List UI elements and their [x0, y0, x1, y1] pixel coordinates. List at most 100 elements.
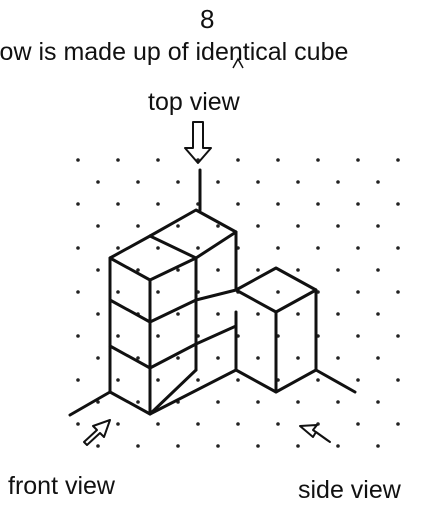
grid-dot — [356, 290, 360, 294]
grid-dot — [256, 180, 260, 184]
grid-dot — [336, 224, 340, 228]
grid-dot — [136, 268, 140, 272]
grid-dot — [356, 334, 360, 338]
grid-dot — [236, 378, 240, 382]
top-view-label: top view — [148, 88, 240, 116]
grid-dot — [316, 378, 320, 382]
grid-dot — [276, 246, 280, 250]
grid-dot — [396, 378, 400, 382]
grid-dot — [196, 246, 200, 250]
grid-dot — [96, 356, 100, 360]
grid-dot — [296, 444, 300, 448]
grid-dot — [116, 202, 120, 206]
grid-dot — [96, 444, 100, 448]
down-arrow-icon — [184, 121, 212, 164]
grid-dot — [216, 356, 220, 360]
grid-dot — [96, 180, 100, 184]
caret-mark — [232, 57, 244, 69]
grid-dot — [76, 158, 80, 162]
grid-dot — [76, 422, 80, 426]
grid-dot — [396, 202, 400, 206]
grid-dot — [76, 290, 80, 294]
grid-dot — [276, 290, 280, 294]
grid-dot — [76, 202, 80, 206]
grid-dot — [116, 334, 120, 338]
grid-dot — [76, 334, 80, 338]
grid-dot — [276, 202, 280, 206]
side-axis-line — [314, 368, 357, 394]
grid-dot — [156, 334, 160, 338]
grid-dot — [176, 356, 180, 360]
grid-dot — [116, 246, 120, 250]
grid-dot — [356, 158, 360, 162]
grid-dot — [256, 224, 260, 228]
grid-dot — [216, 444, 220, 448]
page-number: 8 — [200, 4, 215, 34]
grid-dot — [256, 312, 260, 316]
grid-dot — [236, 158, 240, 162]
grid-dot — [336, 400, 340, 404]
grid-dot — [236, 202, 240, 206]
grid-dot — [116, 422, 120, 426]
grid-dot — [376, 268, 380, 272]
cube-solid — [108, 208, 318, 416]
grid-dot — [156, 246, 160, 250]
dot-grid — [76, 158, 400, 448]
front-view-label: front view — [8, 472, 115, 500]
grid-dot — [356, 422, 360, 426]
grid-dot — [156, 378, 160, 382]
grid-dot — [396, 290, 400, 294]
grid-dot — [296, 180, 300, 184]
grid-dot — [216, 400, 220, 404]
grid-dot — [336, 268, 340, 272]
grid-dot — [376, 400, 380, 404]
grid-dot — [376, 224, 380, 228]
grid-dot — [216, 312, 220, 316]
grid-dot — [96, 268, 100, 272]
grid-dot — [176, 312, 180, 316]
grid-dot — [136, 400, 140, 404]
grid-dot — [76, 378, 80, 382]
grid-dot — [356, 378, 360, 382]
grid-dot — [256, 356, 260, 360]
grid-dot — [276, 158, 280, 162]
grid-dot — [376, 444, 380, 448]
grid-dot — [116, 290, 120, 294]
grid-dot — [276, 422, 280, 426]
grid-dot — [376, 312, 380, 316]
grid-dot — [176, 268, 180, 272]
grid-dot — [336, 312, 340, 316]
grid-dot — [316, 158, 320, 162]
grid-dot — [336, 356, 340, 360]
grid-dot — [176, 444, 180, 448]
grid-dot — [336, 180, 340, 184]
grid-dot — [376, 180, 380, 184]
grid-dot — [216, 268, 220, 272]
grid-dot — [156, 290, 160, 294]
grid-dot — [96, 224, 100, 228]
grid-dot — [256, 444, 260, 448]
grid-dot — [156, 422, 160, 426]
grid-dot — [136, 444, 140, 448]
side-view-label: side view — [298, 476, 401, 504]
grid-dot — [296, 400, 300, 404]
grid-dot — [236, 422, 240, 426]
grid-dot — [136, 180, 140, 184]
grid-dot — [196, 422, 200, 426]
question-caption: low is made up of identical cube — [0, 38, 349, 66]
grid-dot — [396, 422, 400, 426]
grid-dot — [136, 224, 140, 228]
front-axis-line — [68, 390, 112, 417]
grid-dot — [156, 158, 160, 162]
grid-dot — [356, 202, 360, 206]
grid-dot — [176, 224, 180, 228]
grid-dot — [296, 224, 300, 228]
grid-dot — [376, 356, 380, 360]
grid-dot — [176, 180, 180, 184]
up-left-arrow-icon — [299, 424, 331, 443]
grid-dot — [336, 444, 340, 448]
grid-dot — [296, 268, 300, 272]
grid-dot — [296, 312, 300, 316]
grid-dot — [96, 312, 100, 316]
